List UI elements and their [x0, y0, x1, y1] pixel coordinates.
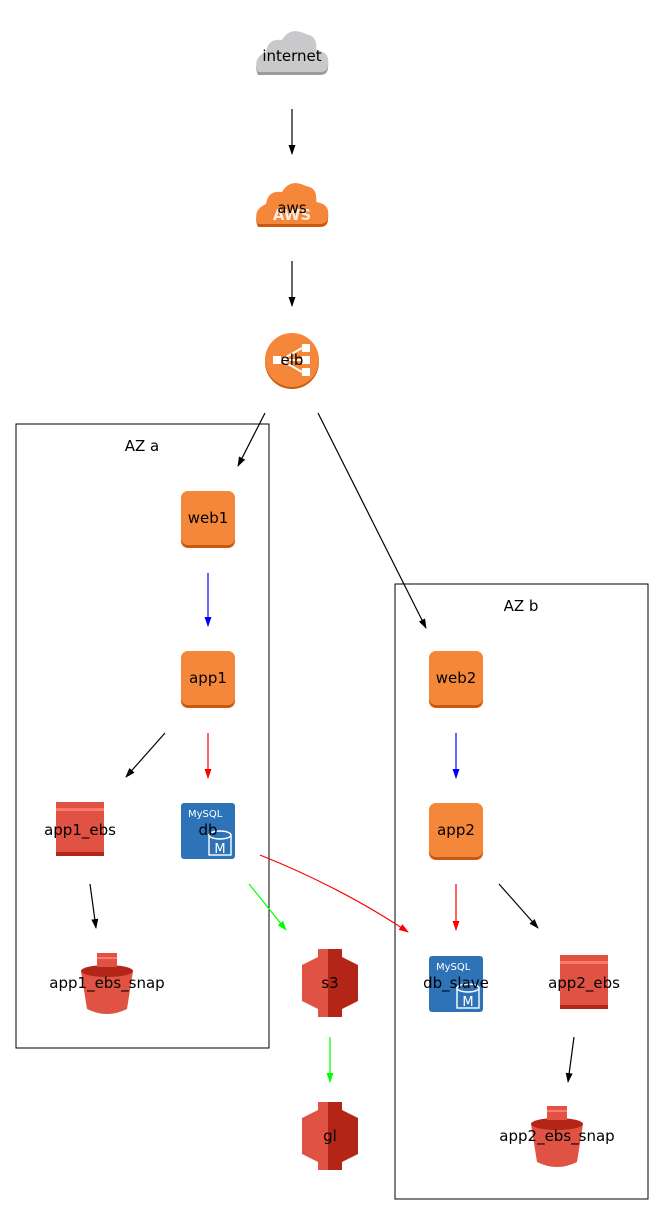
glacier-icon	[302, 1102, 358, 1170]
edge-elb-to-web2	[317, 412, 427, 629]
cluster-label: AZ b	[504, 597, 539, 615]
ebs-volume-icon	[56, 802, 104, 856]
node-label: gl	[323, 1127, 337, 1145]
edge-app1-ebs-to-app1-ebs-snap	[89, 883, 99, 929]
cloud-icon	[256, 31, 329, 75]
edge-app2-to-app2-ebs	[498, 883, 539, 929]
node-gl[interactable]: gl	[302, 1102, 358, 1170]
edge-elb-to-web1	[237, 412, 266, 467]
aws-cloud-icon: AWS	[256, 183, 329, 227]
node-app2-ebs[interactable]: app2_ebs	[548, 955, 620, 1009]
ec2-instance-icon	[429, 651, 483, 708]
node-label: db_slave	[423, 974, 489, 993]
node-web1[interactable]: web1	[181, 491, 235, 548]
ec2-instance-icon	[429, 803, 483, 860]
mysql-m-letter: M	[462, 995, 473, 1010]
node-label: aws	[277, 199, 306, 217]
node-app1-ebs[interactable]: app1_ebs	[44, 802, 116, 856]
edge-db-to-s3	[248, 883, 287, 931]
load-balancer-icon	[265, 333, 319, 389]
node-label: app1_ebs	[44, 821, 116, 840]
node-label: internet	[262, 47, 321, 65]
node-label: web2	[436, 669, 477, 687]
cluster-label: AZ a	[125, 437, 160, 455]
node-app1[interactable]: app1	[181, 651, 235, 708]
aws-logo-text: AWS	[273, 206, 311, 224]
s3-icon	[302, 949, 358, 1017]
snapshot-bucket-icon	[81, 953, 133, 1014]
node-s3[interactable]: s3	[302, 949, 358, 1017]
node-label: elb	[281, 351, 304, 369]
node-label: db	[198, 821, 217, 839]
node-web2[interactable]: web2	[429, 651, 483, 708]
ebs-volume-icon	[560, 955, 608, 1009]
cluster-az-a: AZ a	[15, 423, 270, 1049]
cluster-az-b: AZ b	[394, 583, 649, 1200]
edge-app2-ebs-to-app2-ebs-snap	[565, 1036, 575, 1083]
cluster-border	[394, 583, 649, 1200]
node-label: app1	[189, 669, 227, 687]
node-label: app2_ebs_snap	[499, 1127, 614, 1146]
snapshot-bucket-icon	[531, 1106, 583, 1167]
mysql-m-letter: M	[214, 842, 225, 857]
node-label: app1_ebs_snap	[49, 974, 164, 993]
node-label: app2	[437, 821, 475, 839]
node-label: s3	[321, 974, 338, 992]
node-label: app2_ebs	[548, 974, 620, 993]
node-app2[interactable]: app2	[429, 803, 483, 860]
mysql-logo-text: MySQL	[436, 962, 471, 973]
node-db-slave[interactable]: MySQL Mdb_slave	[423, 956, 489, 1012]
cluster-border	[15, 423, 270, 1049]
node-app2-ebs-snap[interactable]: app2_ebs_snap	[499, 1106, 615, 1167]
node-db[interactable]: MySQL Mdb	[181, 803, 235, 859]
node-label: web1	[188, 509, 229, 527]
edge-db-to-db-slave	[259, 854, 409, 933]
mysql-logo-text: MySQL	[188, 809, 223, 820]
mysql-db-icon: MySQL M	[181, 803, 235, 859]
node-elb[interactable]: elb	[265, 333, 319, 389]
node-internet[interactable]: internet	[256, 31, 329, 75]
mysql-db-icon: MySQL M	[429, 956, 483, 1012]
edge-app1-to-app1-ebs	[125, 732, 166, 778]
node-app1-ebs-snap[interactable]: app1_ebs_snap	[49, 953, 165, 1014]
ec2-instance-icon	[181, 491, 235, 548]
ec2-instance-icon	[181, 651, 235, 708]
